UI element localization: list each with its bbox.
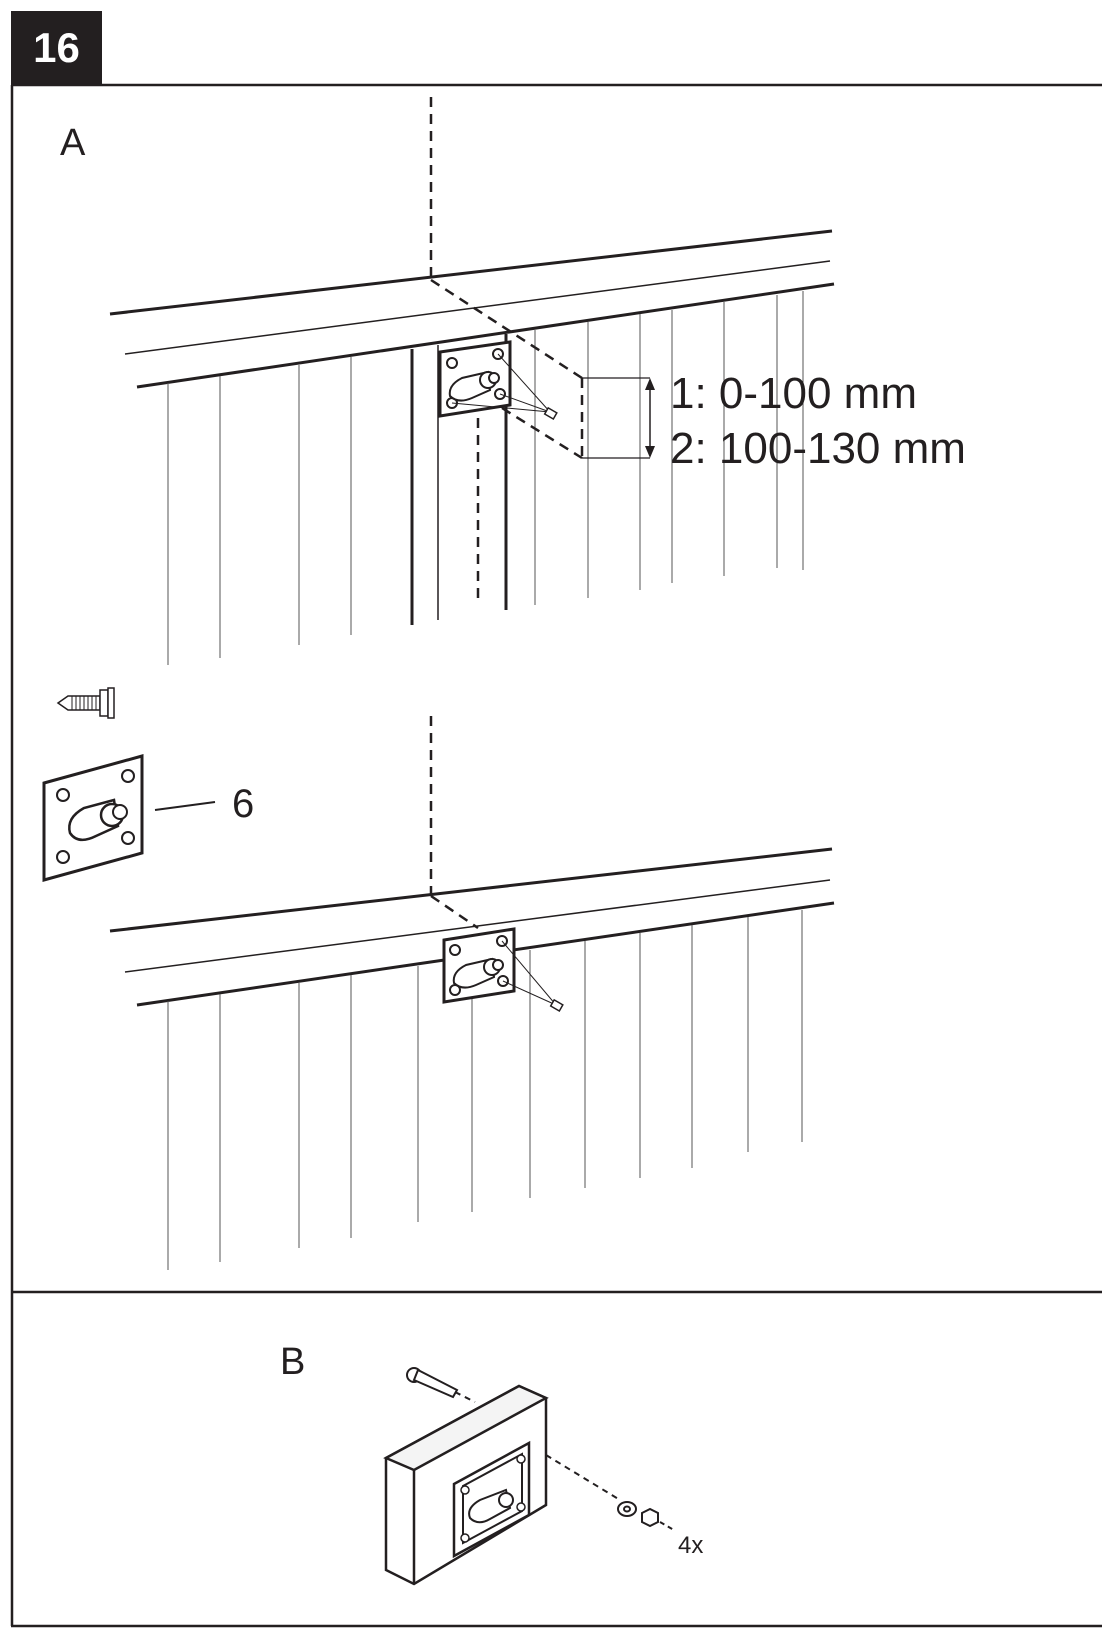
bracket-bottom-view: [442, 927, 564, 1012]
part-number-label: 6: [232, 782, 254, 826]
panel-a-label: A: [60, 122, 86, 164]
panel-frame: [10, 83, 1102, 1628]
panel-b-label: B: [280, 1341, 305, 1383]
bracket-part-icon: [42, 754, 216, 882]
washer-nut-icon: [545, 1454, 675, 1531]
bracket-top-view: [438, 340, 558, 420]
measurement-1: 1: 0-100 mm: [670, 369, 917, 418]
wood-post-block: [383, 1384, 549, 1586]
screw-icon: [56, 687, 115, 719]
quantity-label: 4x: [678, 1532, 703, 1559]
step-number-badge: 16: [11, 11, 102, 85]
measurement-2: 2: 100-130 mm: [670, 424, 966, 473]
bolt-icon: [406, 1367, 476, 1403]
